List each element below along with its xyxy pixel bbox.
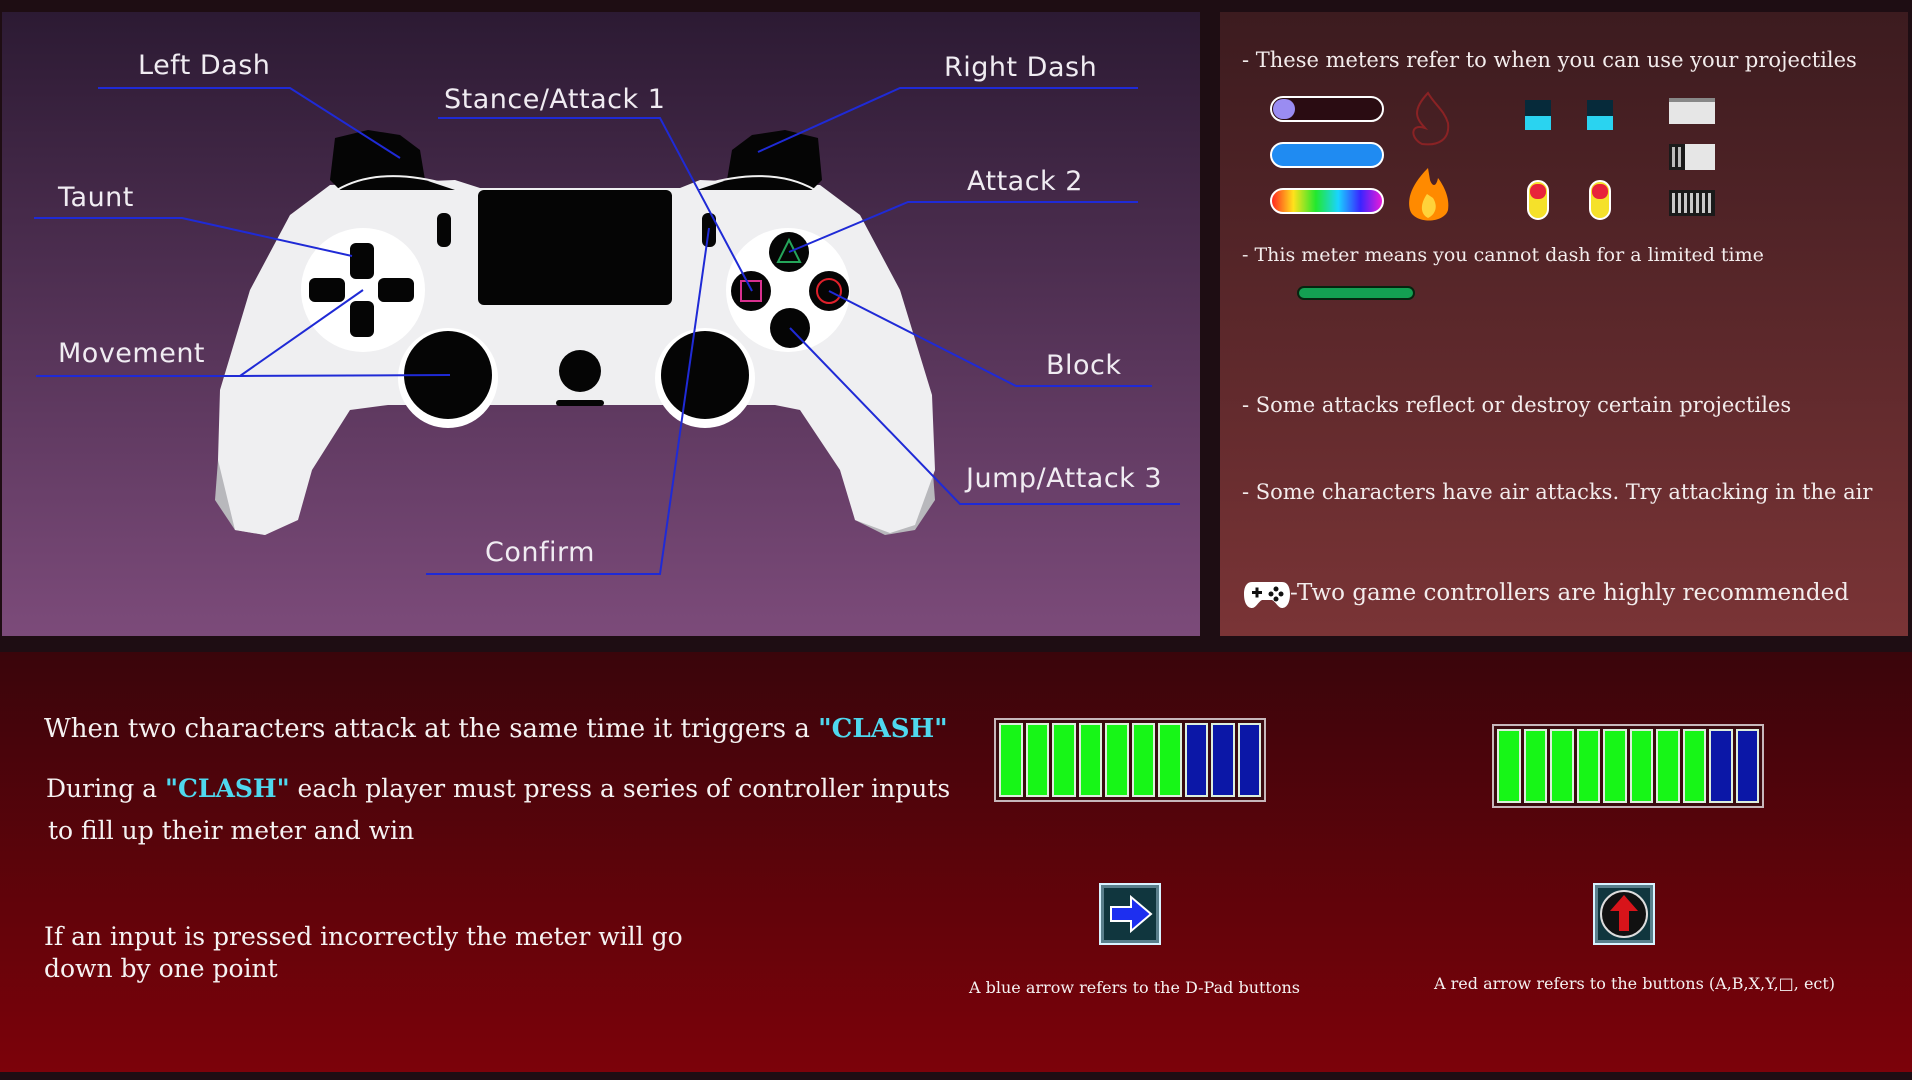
square-icon: [740, 280, 762, 302]
clash-meter-left: [994, 718, 1266, 802]
meter-segment: [1211, 723, 1235, 797]
fire-icon: [1409, 168, 1449, 221]
dpad-left: [309, 278, 345, 302]
left-bumper-line: [336, 175, 451, 191]
face-buttons-well: [726, 228, 850, 352]
clash-line-2-pre: During a: [46, 774, 165, 803]
right-trigger: [697, 130, 822, 190]
gray-meter-full: [1669, 98, 1715, 124]
meter-segment: [1523, 729, 1547, 803]
ps-button-shadow: [556, 400, 604, 406]
capsule-icon-left: [1527, 180, 1549, 220]
meter-segment: [1158, 723, 1182, 797]
label-stance-attack-1: Stance/Attack 1: [444, 84, 666, 115]
right-stick: [661, 331, 749, 419]
meter-segment: [1735, 729, 1759, 803]
air-attacks-text: - Some characters have air attacks. Try …: [1242, 480, 1873, 504]
clash-line-2-post: each player must press a series of contr…: [289, 774, 951, 803]
blue-arrow-icon: [1099, 883, 1161, 945]
fire-outline-icon: [1412, 91, 1450, 146]
clash-highlight-1: "CLASH": [818, 714, 948, 744]
label-attack-2: Attack 2: [967, 166, 1083, 197]
callout-left-dash: [98, 87, 401, 159]
clash-line-1-text: When two characters attack at the same t…: [44, 714, 819, 744]
triangle-icon: [776, 237, 802, 263]
callout-movement-2: [239, 374, 451, 377]
callout-right-dash: [757, 87, 1138, 153]
clash-meter-right: [1492, 724, 1764, 808]
meter-segment: [1629, 729, 1653, 803]
meter-segment: [1603, 729, 1627, 803]
label-movement: Movement: [58, 338, 206, 369]
dpad-up: [350, 243, 374, 279]
red-arrow-icon: [1593, 883, 1655, 945]
ps-button: [559, 350, 601, 392]
meter-segment: [1709, 729, 1733, 803]
clash-line-4: If an input is pressed incorrectly the m…: [44, 922, 683, 951]
dash-meter-text: - This meter means you cannot dash for a…: [1242, 244, 1764, 266]
label-block: Block: [1046, 350, 1122, 381]
callout-attack-2: [788, 201, 1138, 253]
callout-block: [828, 290, 1152, 387]
projectile-meters-text: - These meters refer to when you can use…: [1242, 48, 1857, 72]
meter-segment: [1105, 723, 1129, 797]
meter-segment: [1576, 729, 1600, 803]
label-taunt: Taunt: [58, 182, 134, 213]
blue-arrow-caption: A blue arrow refers to the D-Pad buttons: [969, 978, 1300, 997]
meter-segment: [999, 723, 1023, 797]
meter-segment: [1025, 723, 1049, 797]
meter-segment: [1497, 729, 1521, 803]
red-arrow-caption: A red arrow refers to the buttons (A,B,X…: [1434, 974, 1836, 993]
meter-segment: [1184, 723, 1208, 797]
meter-segment: [1078, 723, 1102, 797]
label-confirm: Confirm: [485, 537, 595, 568]
meter-segment: [1131, 723, 1155, 797]
clash-line-3: to fill up their meter and win: [48, 816, 415, 845]
circle-icon: [816, 278, 842, 304]
share-button: [437, 213, 451, 247]
dash-meter-icon: [1297, 286, 1415, 300]
callout-stance-attack-1: [438, 117, 753, 292]
clash-highlight-2: "CLASH": [165, 774, 290, 803]
cyan-meter-left: [1525, 100, 1551, 130]
meter-segment: [1237, 723, 1261, 797]
gamepad-icon: [1244, 582, 1290, 608]
right-bumper-line: [701, 175, 816, 191]
meter-segment: [1550, 729, 1574, 803]
pill-meter-full: [1270, 142, 1384, 168]
clash-line-2: During a "CLASH" each player must press …: [46, 774, 950, 803]
meter-segment: [1682, 729, 1706, 803]
cyan-meter-right: [1587, 100, 1613, 130]
label-jump-attack-3: Jump/Attack 3: [966, 463, 1163, 494]
clash-line-5: down by one point: [44, 954, 278, 983]
dpad-right: [378, 278, 414, 302]
pill-meter-low: [1270, 96, 1384, 122]
controller-diagram: [34, 87, 1180, 575]
clash-line-1: When two characters attack at the same t…: [44, 714, 948, 744]
meter-segment: [1052, 723, 1076, 797]
callout-taunt: [34, 217, 353, 257]
meter-segment: [1656, 729, 1680, 803]
gray-meter-empty: [1669, 190, 1715, 216]
label-right-dash: Right Dash: [944, 52, 1098, 83]
left-trigger: [330, 130, 455, 190]
reflect-text: - Some attacks reflect or destroy certai…: [1242, 393, 1792, 417]
callout-confirm: [426, 227, 710, 575]
pill-meter-rainbow: [1270, 188, 1384, 214]
gray-meter-partial: [1669, 144, 1715, 170]
label-left-dash: Left Dash: [138, 50, 271, 81]
clash-panel: [0, 652, 1912, 1072]
callout-jump-attack-3: [789, 327, 1180, 505]
controllers-text: -Two game controllers are highly recomme…: [1290, 580, 1849, 606]
touchpad: [478, 190, 672, 305]
projectile-meters-icons: [1270, 91, 1715, 221]
capsule-icon-right: [1589, 180, 1611, 220]
dpad-down: [350, 301, 374, 337]
fire-core: [1421, 194, 1436, 218]
